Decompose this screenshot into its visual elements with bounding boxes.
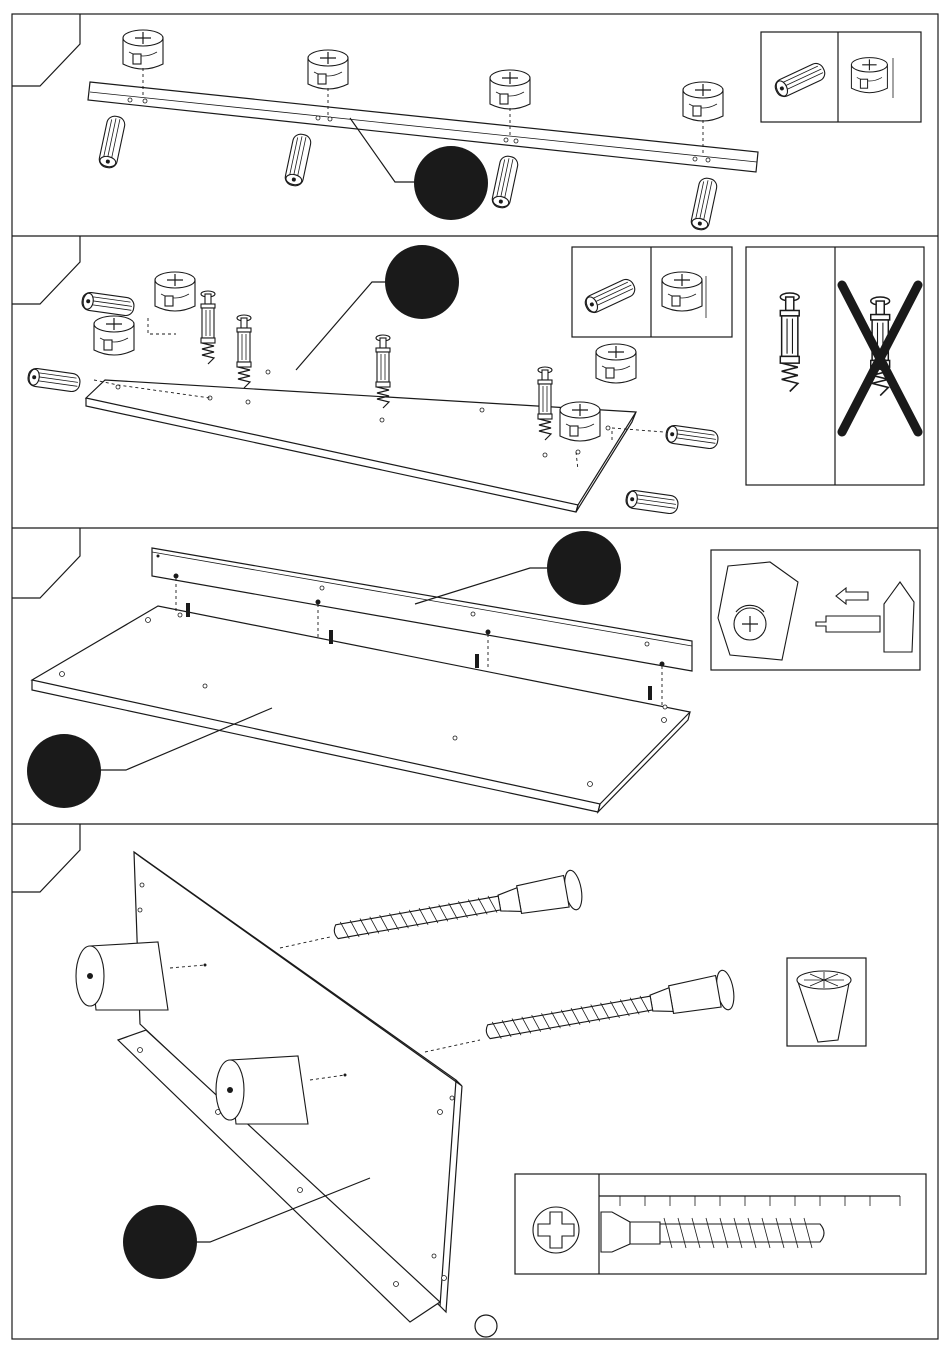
cam-lock-icon: [308, 50, 348, 89]
cam-lock-icon: [596, 344, 636, 383]
conical-leg-icon: [76, 942, 168, 1010]
conical-leg-icon: [216, 1056, 308, 1124]
step-1: [88, 30, 921, 231]
cam-lock-icon: [155, 272, 195, 311]
wooden-dowel-icon: [81, 291, 135, 316]
wooden-dowel-icon: [98, 115, 126, 170]
wooden-dowel-icon: [583, 277, 638, 315]
part-callout: [547, 531, 621, 605]
confirmat-screw-icon: [331, 869, 585, 952]
step-4: [76, 852, 926, 1322]
part-callout: [27, 734, 101, 808]
cam-lock-icon: [683, 82, 723, 121]
part-callout: [123, 1205, 197, 1279]
tighten-inset: [711, 550, 920, 670]
side-panel: [86, 380, 636, 505]
hardware-inset: [761, 32, 921, 122]
step-number-tab: [12, 14, 80, 86]
wooden-dowel-icon: [625, 489, 679, 514]
step-3: [27, 531, 920, 812]
bolt-orientation-inset: [746, 247, 924, 485]
step-number-tab: [12, 824, 80, 892]
step-number-tab: [12, 528, 80, 598]
cam-lock-icon: [123, 30, 163, 69]
arrow-left-icon: [836, 588, 868, 604]
step-2: [27, 245, 924, 515]
cam-bolt-icon: [237, 315, 251, 388]
cam-bolt-icon: [780, 293, 799, 392]
part-callout: [414, 146, 488, 220]
cam-lock-icon: [94, 316, 134, 355]
confirmat-screw-icon: [601, 1212, 824, 1252]
hardware-inset: [572, 247, 732, 337]
cam-lock-icon: [490, 70, 530, 109]
page-number-circle: [475, 1315, 497, 1337]
cam-lock-icon: [662, 272, 702, 311]
cam-bolt-icon: [201, 291, 215, 364]
wooden-dowel-icon: [284, 133, 312, 188]
wooden-dowel-icon: [665, 424, 719, 449]
screw-scale-inset: [515, 1174, 926, 1274]
confirmat-screw-icon: [483, 969, 737, 1052]
cam-lock-icon: [851, 58, 887, 93]
wooden-dowel-icon: [773, 61, 828, 99]
wooden-dowel-icon: [27, 367, 81, 392]
leg-inset: [787, 958, 866, 1046]
wooden-dowel-icon: [690, 177, 718, 232]
part-callout: [385, 245, 459, 319]
cam-lock-icon: [560, 402, 600, 441]
step-number-tab: [12, 236, 80, 304]
wooden-dowel-icon: [491, 155, 519, 210]
